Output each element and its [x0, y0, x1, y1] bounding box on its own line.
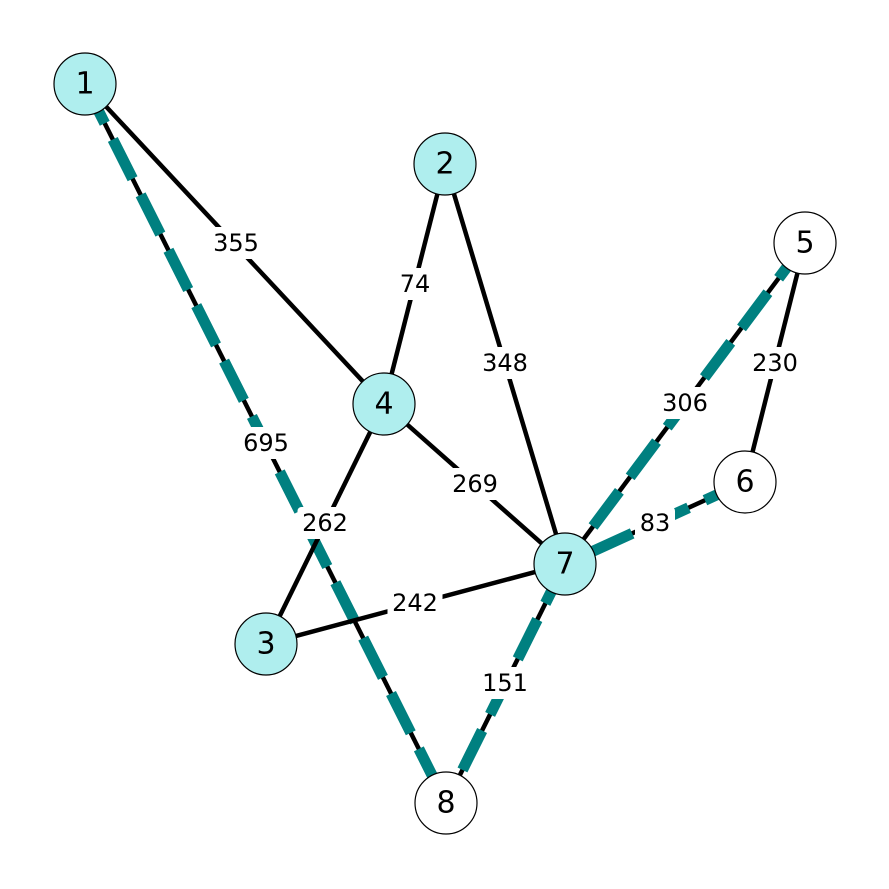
- node-circle: [713, 450, 777, 514]
- edge-weight-text: 348: [482, 349, 528, 377]
- edge-weight-text: 230: [752, 349, 798, 377]
- edge-weight-text: 242: [392, 589, 438, 617]
- edge-weight-label: 230: [747, 347, 803, 379]
- edge-weight-background: [447, 468, 503, 500]
- node-label: 1: [75, 67, 94, 102]
- node-label: 5: [795, 226, 814, 261]
- edge-weight-label: 348: [477, 347, 533, 379]
- edge-weight-text: 151: [482, 669, 528, 697]
- edge-weight-text: 83: [640, 509, 671, 537]
- edge-weight-text: 262: [302, 509, 348, 537]
- node-4: 4: [352, 372, 416, 436]
- edge-weight-text: 269: [452, 470, 498, 498]
- nodes-layer: 1 2 3 4 5 6 7 8: [53, 52, 837, 835]
- node-circle: [773, 211, 837, 275]
- node-label: 7: [555, 547, 574, 582]
- edge-weight-label: 83: [635, 507, 675, 539]
- node-label: 4: [374, 387, 393, 422]
- node-circle: [413, 132, 477, 196]
- edge-weight-background: [635, 507, 675, 539]
- node-label: 3: [256, 627, 275, 662]
- node-circle: [352, 372, 416, 436]
- edge-weight-label: 306: [657, 387, 713, 419]
- edge-weight-text: 695: [243, 429, 289, 457]
- node-circle: [53, 52, 117, 116]
- node-8: 8: [414, 771, 478, 835]
- edge-weight-text: 74: [400, 270, 431, 298]
- edge-weight-text: 355: [213, 229, 259, 257]
- edge-weight-label: 151: [477, 667, 533, 699]
- edge-weight-background: [477, 667, 533, 699]
- edge-weight-label: 262: [297, 507, 353, 539]
- node-circle: [414, 771, 478, 835]
- node-7: 7: [533, 532, 597, 596]
- edge-weight-background: [238, 427, 294, 459]
- node-circle: [234, 612, 298, 676]
- edge-weight-label: 242: [387, 587, 443, 619]
- node-label: 8: [436, 786, 455, 821]
- node-1: 1: [53, 52, 117, 116]
- edge-weight-label: 269: [447, 468, 503, 500]
- node-2: 2: [413, 132, 477, 196]
- node-label: 2: [435, 147, 454, 182]
- node-6: 6: [713, 450, 777, 514]
- edge-weight-background: [747, 347, 803, 379]
- edge-weight-label: 355: [208, 227, 264, 259]
- node-5: 5: [773, 211, 837, 275]
- edge-weight-text: 306: [662, 389, 708, 417]
- edge-weight-background: [395, 268, 435, 300]
- edge-weight-label: 695: [238, 427, 294, 459]
- node-3: 3: [234, 612, 298, 676]
- node-label: 6: [735, 465, 754, 500]
- edge-weight-background: [297, 507, 353, 539]
- edge-weight-background: [387, 587, 443, 619]
- node-circle: [533, 532, 597, 596]
- edge-weight-background: [208, 227, 264, 259]
- edge-weight-background: [477, 347, 533, 379]
- edge-weight-background: [657, 387, 713, 419]
- edge-weight-label: 74: [395, 268, 435, 300]
